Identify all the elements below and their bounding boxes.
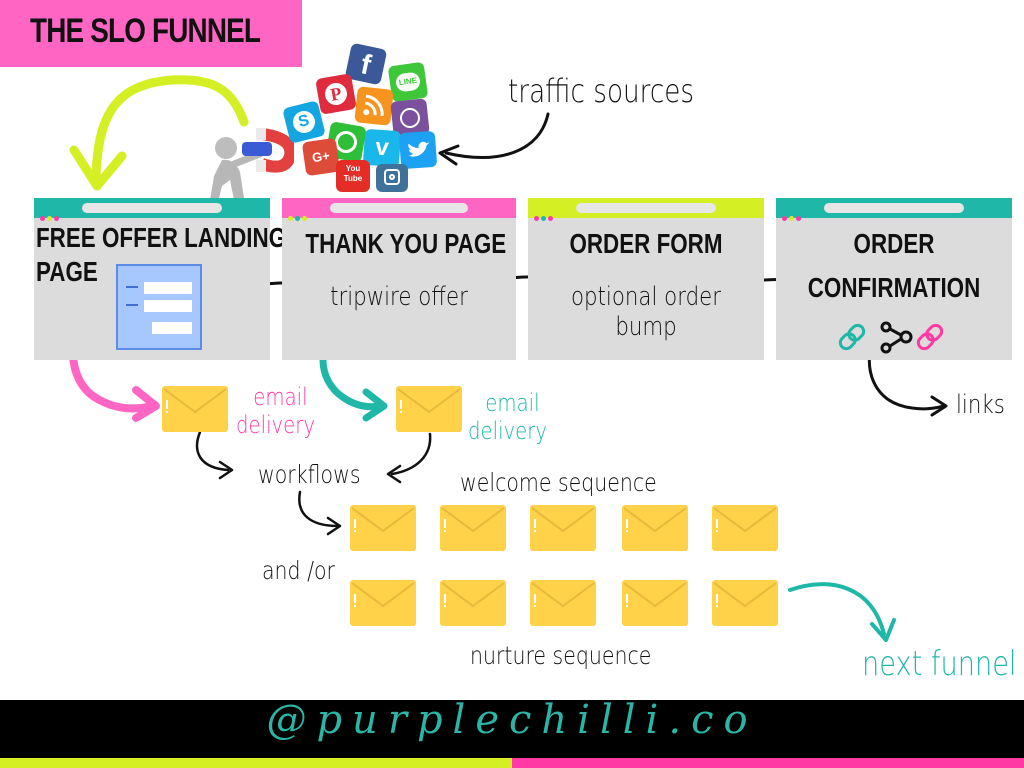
traffic-sources-label: traffic sources	[508, 72, 695, 110]
social-icon-cluster: f LINE P S G+ v You Tube	[282, 42, 440, 192]
page-title-line2: PAGE	[36, 256, 98, 287]
and-or-label: and /or	[262, 556, 335, 585]
footer-handle: @purplechilli.co	[266, 697, 758, 743]
welcome-sequence-row	[350, 505, 782, 551]
form-icon	[116, 264, 202, 350]
links-arrow	[867, 348, 946, 411]
lime-return-arrow	[91, 75, 249, 181]
landing-page-card: FREE OFFER LANDING PAGE	[34, 198, 286, 360]
link-icon-teal	[838, 323, 866, 351]
link-icon-pink	[916, 323, 944, 351]
page-title-line1: FREE OFFER LANDING	[36, 222, 287, 253]
email-envelope-icon	[712, 580, 778, 626]
instagram-icon	[376, 164, 408, 192]
email-envelope-icon	[350, 505, 416, 551]
email-envelope-icon	[350, 580, 416, 626]
order-confirmation-card: ORDER CONFIRMATION	[776, 198, 1012, 360]
rss-icon	[354, 86, 394, 126]
order-form-card: ORDER FORM optional order bump	[528, 198, 764, 360]
email-envelope-icon	[162, 386, 228, 432]
browser-bar	[34, 198, 270, 221]
page-subtitle: tripwire offer	[330, 282, 468, 312]
footer-stripe-pink	[512, 758, 1024, 768]
thank-you-page-card: THANK YOU PAGE tripwire offer	[282, 198, 516, 360]
page-title-line2: CONFIRMATION	[807, 272, 981, 303]
email-delivery-label-teal: email delivery	[468, 389, 548, 445]
email-envelope-icon	[440, 580, 506, 626]
browser-bar	[776, 198, 1012, 221]
welcome-sequence-label: welcome sequence	[460, 468, 657, 497]
title-banner	[0, 0, 302, 67]
browser-bar	[282, 198, 516, 221]
arrow-email-to-workflows-right	[390, 432, 432, 476]
page-title-line1: THANK YOU PAGE	[305, 228, 507, 259]
browser-bar	[528, 198, 764, 221]
arrow-next-funnel	[788, 582, 886, 636]
arrow-workflows-to-sequence	[298, 490, 340, 528]
email-envelope-icon	[712, 505, 778, 551]
email-envelope-icon	[530, 505, 596, 551]
links-label: links	[956, 390, 1005, 420]
next-funnel-label: next funnel	[862, 644, 1017, 684]
youtube-icon: You Tube	[336, 160, 370, 192]
footer-stripe-lime	[0, 758, 512, 768]
share-links-icons	[838, 321, 944, 354]
email-envelope-icon	[440, 505, 506, 551]
footer-bar	[0, 700, 1024, 758]
workflows-label: workflows	[258, 460, 361, 489]
share-icon	[880, 321, 913, 354]
line-icon: LINE	[387, 61, 429, 103]
nurture-sequence-row	[350, 580, 782, 626]
email-envelope-icon	[622, 580, 688, 626]
email-delivery-label-pink: email delivery	[236, 383, 316, 439]
pinterest-icon: P	[315, 73, 357, 115]
page-title-line1: ORDER FORM	[569, 228, 723, 259]
page-subtitle-line1: optional order	[570, 282, 722, 312]
email-envelope-icon	[396, 386, 462, 432]
nurture-sequence-label: nurture sequence	[470, 641, 652, 670]
page-title: THE SLO FUNNEL	[30, 12, 261, 50]
page-title-line1: ORDER	[853, 228, 935, 259]
email-envelope-icon	[622, 505, 688, 551]
twitter-icon	[398, 130, 438, 170]
page-subtitle-line2: bump	[615, 312, 677, 342]
email-envelope-icon	[530, 580, 596, 626]
google-plus-icon: G+	[301, 137, 341, 177]
arrow-email-to-workflows-left	[195, 430, 230, 472]
traffic-arrow	[444, 112, 550, 159]
